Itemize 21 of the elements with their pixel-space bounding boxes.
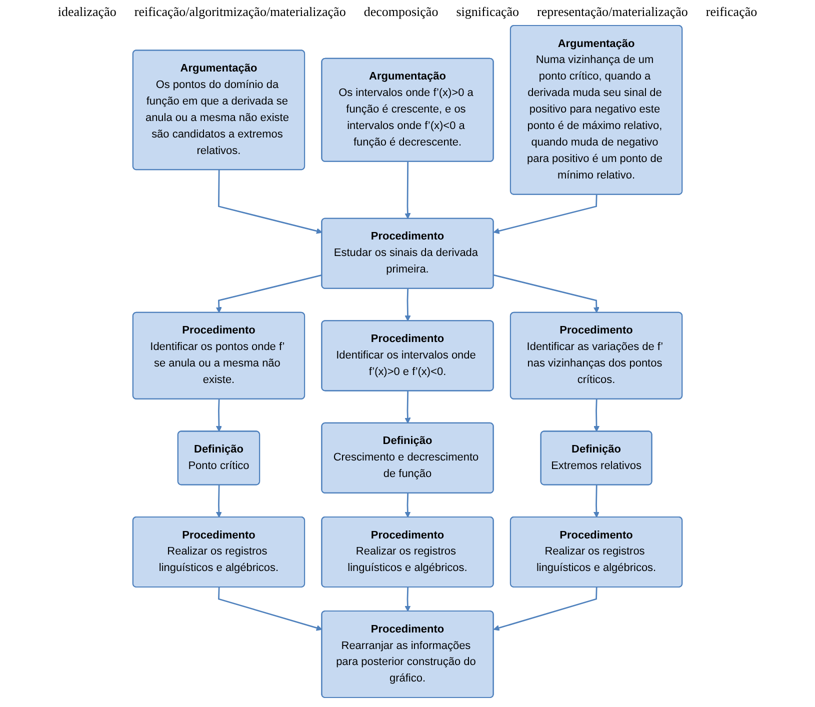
- arrow: [404, 391, 411, 424]
- stage-label: idealização: [58, 4, 116, 20]
- stage-label: decomposição: [364, 4, 438, 20]
- arrow: [404, 587, 411, 612]
- arrow: [216, 399, 222, 432]
- arrow: [493, 274, 600, 314]
- arrow: [493, 194, 598, 234]
- arrow: [218, 170, 322, 234]
- arrow: [593, 485, 600, 518]
- arrow: [216, 274, 322, 314]
- arrow: [404, 493, 411, 518]
- arrow: [404, 162, 411, 219]
- arrow: [218, 587, 322, 631]
- arrow: [594, 399, 600, 432]
- arrow: [404, 288, 411, 322]
- arrow: [493, 587, 598, 631]
- stage-label: representação/materialização: [537, 4, 688, 20]
- stage-label: significação: [456, 4, 520, 20]
- stage-label: reificação/algoritmização/materialização: [134, 4, 346, 20]
- stage-label: reificação: [706, 4, 758, 20]
- arrow: [216, 485, 222, 518]
